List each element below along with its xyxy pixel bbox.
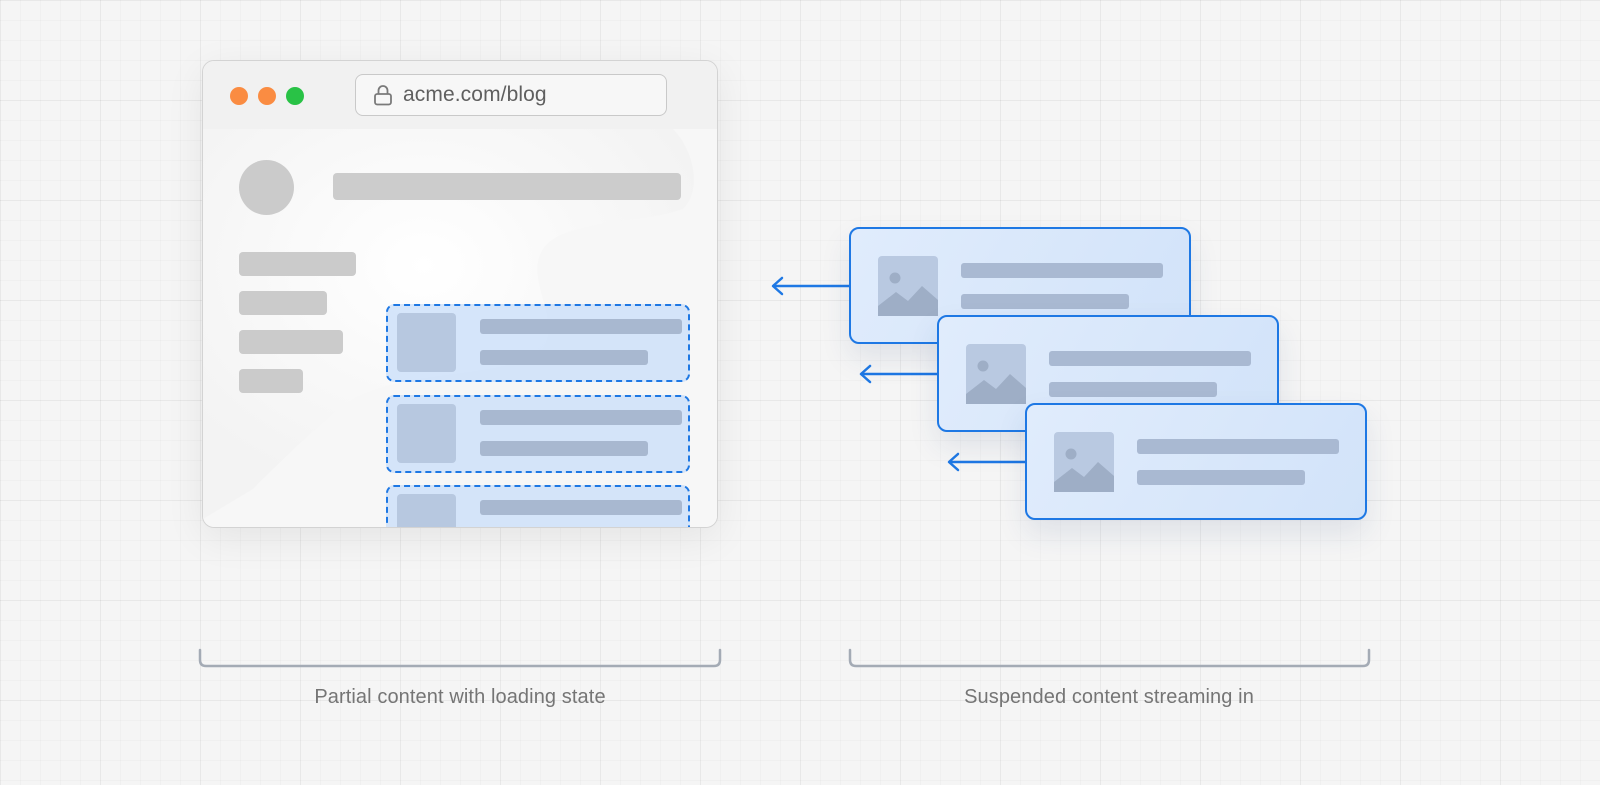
loading-skeleton-card: [386, 304, 690, 382]
caption-partial-content: Partial content with loading state: [314, 686, 606, 708]
content-line: [1137, 470, 1305, 485]
content-line: [961, 294, 1129, 309]
image-placeholder-icon: [878, 256, 938, 316]
skeleton-thumbnail: [397, 313, 456, 372]
minimize-window-dot[interactable]: [258, 87, 276, 105]
right-bracket: [848, 648, 1371, 668]
arrow-left-icon: [859, 364, 940, 384]
skeleton-line: [480, 350, 648, 365]
caption-streaming-content: Suspended content streaming in: [964, 686, 1254, 708]
title-placeholder: [333, 173, 681, 200]
address-bar[interactable]: acme.com/blog: [355, 74, 667, 116]
skeleton-line: [480, 500, 682, 515]
sidebar-placeholder: [239, 330, 343, 354]
content-line: [1049, 382, 1217, 397]
avatar-placeholder: [239, 160, 294, 215]
sidebar-placeholder: [239, 369, 303, 393]
arrow-left-icon: [771, 276, 852, 296]
lock-icon: [374, 85, 392, 106]
skeleton-line: [480, 319, 682, 334]
page-content: [203, 129, 717, 527]
skeleton-thumbnail: [397, 494, 456, 527]
streamed-content-card: [1025, 403, 1367, 520]
browser-toolbar: acme.com/blog: [203, 61, 717, 130]
content-line: [961, 263, 1163, 278]
sidebar-placeholder: [239, 252, 356, 276]
streamed-content-card: [849, 227, 1191, 344]
content-line: [1137, 439, 1339, 454]
url-text: acme.com/blog: [403, 83, 547, 106]
close-window-dot[interactable]: [230, 87, 248, 105]
arrow-left-icon: [947, 452, 1028, 472]
content-line: [1049, 351, 1251, 366]
image-placeholder-icon: [1054, 432, 1114, 492]
sidebar-placeholder: [239, 291, 327, 315]
skeleton-line: [480, 441, 648, 456]
image-placeholder-icon: [966, 344, 1026, 404]
browser-window: acme.com/blog: [202, 60, 718, 528]
left-bracket: [198, 648, 722, 668]
skeleton-line: [480, 410, 682, 425]
maximize-window-dot[interactable]: [286, 87, 304, 105]
skeleton-thumbnail: [397, 404, 456, 463]
loading-skeleton-card: [386, 395, 690, 473]
loading-skeleton-card: [386, 485, 690, 527]
